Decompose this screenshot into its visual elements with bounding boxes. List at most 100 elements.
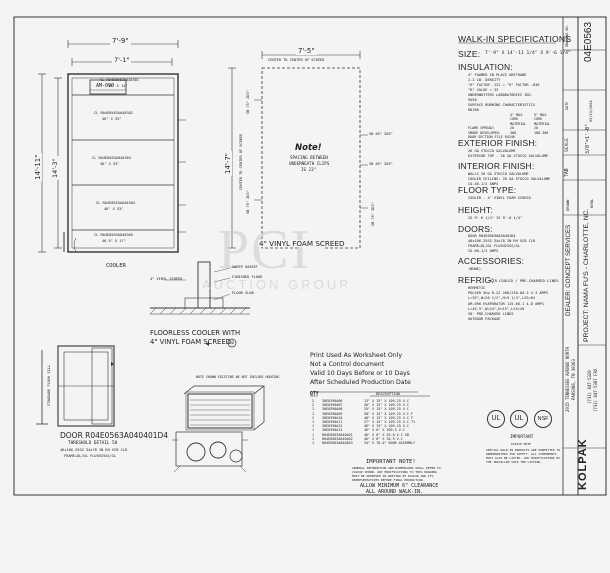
worksheet-qty: 2 (312, 399, 315, 403)
interior-line: WALLS 26 GA STUCCO GALVALUME (468, 172, 529, 176)
refrig-line: 30' PRE-CHARGED LINES (468, 312, 514, 316)
worksheet-part: 30E0390A07 (322, 403, 343, 408)
insulation-table-cell: SMOKE DEVELOPED: (468, 130, 501, 135)
cooler-plan (38, 40, 186, 253)
title-block-rules (563, 49, 606, 449)
worksheet-line: Print Used As Worksheet Only (310, 352, 403, 359)
worksheet-part: 30E0390A06 (322, 399, 343, 403)
worksheet-desc: 30" X 15" X 109.25 V-C F (364, 411, 413, 416)
clip-label: SB 65" 2D5" (369, 162, 393, 166)
worksheet-qty: 1 (312, 407, 315, 412)
worksheet-rules (310, 391, 430, 397)
worksheet-desc: 46" X 15" X 109.25 V-C (364, 424, 409, 429)
size-value: 7'-9" X 14'-11 1/4" X 9'-6 1/4" (485, 51, 571, 56)
worksheet-qty: 1 (312, 411, 315, 416)
interior-line: CO-40-1/2 ANPS (468, 182, 499, 186)
spec-title: WALK-IN SPECIFICATIONS (458, 34, 572, 44)
panel-size: 46.5" X 17" (102, 239, 126, 243)
worksheet-qty: 2 (312, 415, 315, 420)
worksheet-part: 30E0390A13 (322, 428, 343, 433)
equipment-note: NOTE SHOWN EXISTING WE NOT INCLUDE HOUSI… (196, 375, 280, 379)
insulation-line: 4" FOAMED IN PLACE URETHANE (468, 73, 527, 77)
drawn-label: DRAWN (565, 199, 570, 211)
listing-line: SPECIAL WALK-IN PRODUCTS ARE SUBMITTED T… (486, 448, 561, 452)
height-line: CO 9'-6 1/4" IS 9'-0 1/4" (468, 216, 523, 220)
watermark-sub: AUCTION GROUP (202, 277, 351, 292)
drawing-number-label: DRAWING NO. (565, 24, 569, 47)
accessories-line: (NONE) (468, 267, 481, 271)
door-line: THRESHOLD DETAIL 50 (68, 441, 118, 446)
door-side-label: STANDARD FLUSH SILL (47, 364, 51, 406)
worksheet-qty: 1 (312, 436, 315, 441)
address-line: (731) 847-5387 FAX (593, 368, 598, 412)
address-line: 2915 TENNESSEE AVENUE NORTH (565, 346, 570, 412)
date-value: 05/13/2004 (589, 100, 593, 122)
floor-detail-caption: FLOORLESS COOLER WITH (150, 329, 241, 337)
sheet-border (13, 16, 607, 496)
exterior-label: EXTERIOR FINISH: (458, 138, 538, 148)
doors-line: DOOR R04E0563A040401D4 (468, 234, 516, 238)
clip-label: SB 75" 2D5" (246, 90, 250, 114)
clip-label: SB 70" 2D5" (371, 202, 375, 226)
refrig-label: REFRIG: (458, 275, 494, 285)
insulation-line: UNDERWRITERS LABORATORIES INC. (468, 93, 533, 97)
overall-width-dim: 7'-9" (110, 37, 131, 45)
panel-size: 46" X 53" (104, 207, 124, 211)
doors-label: DOORS: (458, 224, 493, 234)
ul-logo: UL (487, 410, 505, 428)
worksheet-desc: 46" X 15" X 109.25 V-C (364, 403, 409, 408)
insulation-line: "R" VALUE = 33 (468, 88, 499, 92)
detail-callout: 10 (229, 340, 234, 345)
dealer: DEALER: CONCEPT SERVICES (565, 224, 572, 316)
worksheet-desc: 46" X 6" X 53.0 V-C SB (364, 432, 409, 437)
scale-value: 3/8"=1'-0" (585, 123, 591, 154)
insulation-table-cell: 20 (510, 126, 515, 131)
listing-line: MUST ALSO BE LISTED. ANY MODIFICATIONS B… (486, 456, 561, 460)
screed-caption: 4" VINYL FOAM SCREED (258, 239, 346, 248)
refrig-line: HERMETIC (468, 286, 486, 290)
clip-label: SB 70" 2D5" (246, 190, 250, 214)
refrig-line: OUTDOOR PACKAGE (468, 317, 501, 322)
doors-line: 46x106.25SS 34x78 IN RH SCB CLR (468, 239, 536, 243)
cooler-caption: COOLER (106, 263, 126, 269)
note-line: SPACING BETWEEN (290, 155, 328, 160)
worksheet-line: Not a Control document (310, 361, 385, 368)
worksheet-desc: 13" X 15" X 109.25 V-C (364, 399, 409, 403)
listing-sub: PLEASE NOTE (511, 442, 531, 446)
insulation-line: 2.2 LB. DENSITY (468, 78, 501, 82)
refrig-line: AM-090 EVAPORATOR 115-60-1 4.8 AMPS (468, 301, 544, 306)
door-line: FRAME+DL/DL FLUSH25SS/GL (64, 454, 116, 458)
worksheet-part: 30E0390A11 (322, 420, 343, 424)
panel-label: CL R04E0563A040303 (92, 156, 131, 160)
screed-width-label: CENTER TO CENTER OF SCREED (268, 58, 325, 62)
description-header: DESCRIPTION (376, 392, 400, 396)
clearance-line: ALL AROUND WALK-IN. (366, 489, 424, 495)
floor-detail-label: FLOOR SLAB (232, 291, 254, 295)
panel-size: 46" X 53" (100, 162, 120, 166)
worksheet-part: R04E0563A040402 (322, 436, 353, 441)
doors-line: CO-60-1/2 AMPS (468, 249, 499, 253)
worksheet-desc: 46" X 15" X 109.25 V-C F (364, 415, 413, 420)
drawing-number: 04E0563 (583, 21, 594, 62)
ul-logo: UL (510, 410, 528, 428)
inner-width-dim: 7'-1" (112, 56, 132, 64)
insulation-table-cell: 4" MAX (510, 113, 523, 117)
insulation-table-cell: MATERIAL (510, 121, 527, 126)
insulation-line: SURFACE BURNING CHARACTERISTICS (468, 103, 536, 107)
insulation-table-cell: CORE (534, 117, 543, 122)
worksheet-part: R04E0563A040401 (322, 432, 353, 437)
worksheet-part: 30E0390A08 (322, 407, 343, 412)
refrig-value: AIR COOLED / PRE-CHARGED LINES (490, 278, 559, 283)
note-line: IS 23" (301, 167, 317, 172)
note-line: UNDERNEATH CLIPS (289, 161, 330, 166)
project: PROJECT: NAMA FU'S - CHARLOTTE, NC. (583, 208, 590, 342)
insulation-table-cell: MATERIAL (534, 121, 551, 126)
insulation-table-cell: 5" MAX (534, 113, 547, 117)
doors-line: FRAME+DL/DL FLUSH25SS/GL (468, 244, 520, 248)
refrig-line: POLSER 3hp R-22 208/230-60-3 5.3 AMPS (468, 291, 549, 296)
door-detail (36, 345, 115, 427)
listing-title: IMPORTANT (510, 435, 534, 440)
evaporator-label: AM-090 (96, 83, 115, 89)
floor-detail-label: FINISHED FLOOR (232, 275, 263, 279)
